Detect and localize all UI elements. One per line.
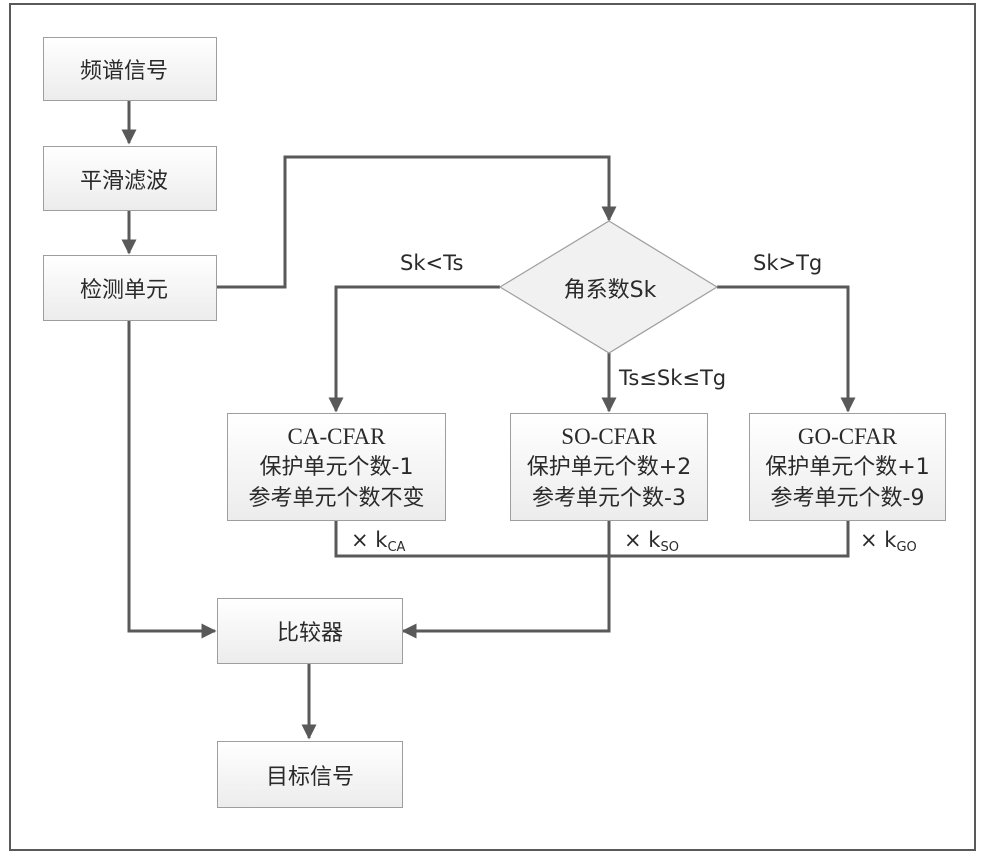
decision-diamond bbox=[498, 220, 719, 354]
k-ca-sub: CA bbox=[387, 540, 406, 555]
edge-label-k-so: × kSO bbox=[624, 528, 679, 555]
node-smoothing-filter: 平滑滤波 bbox=[43, 146, 217, 211]
k-go-prefix: × k bbox=[860, 528, 897, 552]
go-cfar-line2: 参考单元个数-9 bbox=[770, 485, 925, 511]
so-cfar-title: SO-CFAR bbox=[561, 423, 657, 449]
node-comparator: 比较器 bbox=[217, 598, 403, 664]
node-comparator-label: 比较器 bbox=[276, 621, 343, 646]
node-ca-cfar: CA-CFAR 保护单元个数-1 参考单元个数不变 bbox=[227, 413, 446, 521]
edge-bus-comparator bbox=[401, 556, 611, 639]
node-smoothing-filter-label: 平滑滤波 bbox=[80, 168, 169, 194]
node-spectrum-signal: 频谱信号 bbox=[43, 37, 217, 101]
ca-cfar-line2: 参考单元个数不变 bbox=[248, 485, 425, 511]
so-cfar-line1: 保护单元个数+2 bbox=[526, 454, 692, 480]
edge-label-sk-lt-ts: Sk<Ts bbox=[400, 251, 464, 275]
go-cfar-line1: 保护单元个数+1 bbox=[765, 454, 930, 480]
edge-detection-comparator bbox=[127, 321, 217, 639]
node-so-cfar: SO-CFAR 保护单元个数+2 参考单元个数-3 bbox=[510, 413, 708, 521]
edge-diamond-ca bbox=[328, 285, 500, 413]
ca-cfar-line1: 保护单元个数-1 bbox=[259, 454, 414, 480]
edge-label-k-ca: × kCA bbox=[351, 528, 405, 555]
node-detection-cell: 检测单元 bbox=[43, 255, 217, 321]
k-so-prefix: × k bbox=[624, 528, 661, 552]
go-cfar-title: GO-CFAR bbox=[797, 423, 898, 449]
so-cfar-line2: 参考单元个数-3 bbox=[532, 485, 686, 511]
edge-go-bus bbox=[609, 521, 850, 558]
edge-detection-diamond bbox=[217, 155, 617, 289]
node-target-signal: 目标信号 bbox=[217, 741, 403, 808]
edge-diamond-go bbox=[717, 285, 856, 413]
edge-label-ts-le-sk-le-tg: Ts≤Sk≤Tg bbox=[619, 366, 727, 390]
node-go-cfar: GO-CFAR 保护单元个数+1 参考单元个数-9 bbox=[749, 413, 946, 521]
k-ca-prefix: × k bbox=[351, 528, 388, 552]
node-detection-cell-label: 检测单元 bbox=[80, 278, 169, 303]
node-target-signal-label: 目标信号 bbox=[265, 764, 354, 790]
edge-label-k-go: × kGO bbox=[860, 528, 917, 555]
k-so-sub: SO bbox=[660, 540, 679, 555]
ca-cfar-title: CA-CFAR bbox=[287, 423, 386, 449]
edge-ca-bus bbox=[334, 521, 609, 558]
node-spectrum-signal-label: 频谱信号 bbox=[80, 59, 169, 84]
k-go-sub: GO bbox=[896, 540, 917, 555]
node-angle-coefficient-label: 角系数Sk bbox=[563, 278, 657, 303]
edge-label-sk-gt-tg: Sk>Tg bbox=[753, 251, 823, 275]
